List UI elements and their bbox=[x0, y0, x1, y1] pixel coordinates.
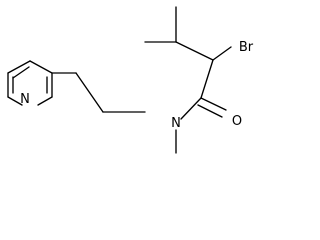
ring-bond bbox=[7, 96, 23, 106]
bromine-bond bbox=[212, 46, 232, 61]
atom-labels: N N O Br bbox=[20, 40, 254, 131]
ring-bond bbox=[7, 60, 31, 74]
ring-nitrogen-label: N bbox=[20, 92, 30, 107]
carbonyl-double-bond bbox=[200, 97, 227, 111]
ethyl-linker bbox=[51, 72, 146, 113]
amide-core bbox=[144, 6, 232, 154]
ring-inner-double-bond bbox=[12, 66, 30, 79]
ring-bond bbox=[37, 96, 53, 106]
isopropyl-bond bbox=[175, 41, 214, 61]
carbonyl-double-bond bbox=[197, 104, 223, 118]
carbonyl-oxygen-label: O bbox=[232, 114, 242, 129]
ring-bond bbox=[29, 60, 53, 74]
alpha-carbon-bond bbox=[200, 59, 214, 99]
bromine-label: Br bbox=[239, 40, 254, 55]
n-to-carbonyl-bond bbox=[180, 97, 202, 120]
molecule-structure: N N O Br bbox=[7, 6, 254, 154]
pyridine-ring bbox=[7, 60, 53, 106]
amide-nitrogen-label: N bbox=[171, 116, 181, 131]
linker-bond bbox=[75, 72, 104, 113]
